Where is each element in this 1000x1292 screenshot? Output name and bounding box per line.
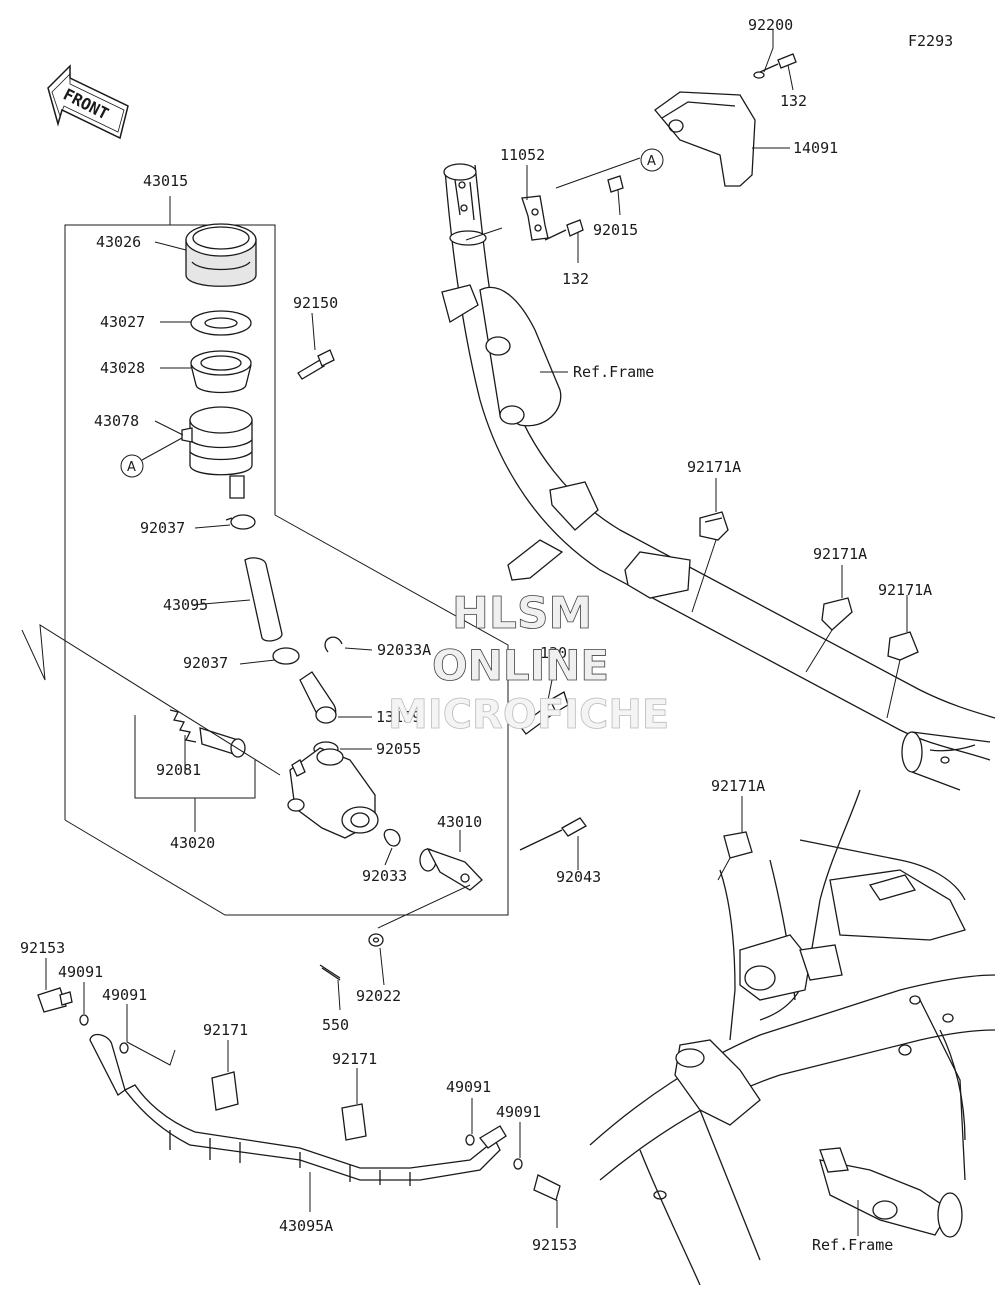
joint-13159 bbox=[299, 671, 337, 724]
label-ref-frame-bottom: Ref.Frame bbox=[812, 1236, 893, 1254]
collar-92015 bbox=[607, 175, 624, 193]
push-rod-43010 bbox=[419, 847, 483, 891]
watermark-line1: HLSM bbox=[452, 588, 592, 639]
label-130: 130 bbox=[540, 644, 567, 662]
label-13159: 13159 bbox=[376, 708, 421, 726]
watermark: HLSM ONLINE MICROFICHE bbox=[388, 588, 670, 739]
svg-text:A: A bbox=[127, 460, 136, 475]
label-49091-b: 49091 bbox=[102, 986, 147, 1004]
bolt-132-mid bbox=[544, 219, 584, 241]
clamp-92171-a bbox=[211, 1071, 239, 1111]
label-49091-d: 49091 bbox=[496, 1103, 541, 1121]
label-92081: 92081 bbox=[156, 761, 201, 779]
cover-14091 bbox=[654, 91, 756, 187]
circlip-92033 bbox=[383, 828, 401, 847]
label-43095A: 43095A bbox=[279, 1217, 333, 1235]
master-cylinder-body bbox=[287, 747, 379, 839]
front-arrow-icon: FRONT bbox=[47, 64, 129, 140]
callout-a-right: A bbox=[640, 148, 664, 172]
label-43026: 43026 bbox=[96, 233, 141, 251]
label-92171-a: 92171 bbox=[203, 1021, 248, 1039]
screw-92150 bbox=[297, 349, 335, 380]
label-132-top: 132 bbox=[780, 92, 807, 110]
diaphragm-plate-43027 bbox=[190, 310, 252, 336]
label-49091-a: 49091 bbox=[58, 963, 103, 981]
watermark-line2: ONLINE bbox=[432, 641, 609, 690]
label-92037-a: 92037 bbox=[140, 519, 185, 537]
svg-text:A: A bbox=[647, 154, 656, 169]
label-43028: 43028 bbox=[100, 359, 145, 377]
label-92153-a: 92153 bbox=[20, 939, 65, 957]
label-132-mid: 132 bbox=[562, 270, 589, 288]
bolt-92200 bbox=[753, 53, 797, 79]
callout-a-left: A bbox=[120, 454, 144, 478]
label-92171-b: 92171 bbox=[332, 1050, 377, 1068]
label-92171A-3: 92171A bbox=[878, 581, 932, 599]
piston-spring-92081 bbox=[169, 709, 246, 758]
clamp-92171A-1 bbox=[699, 511, 729, 541]
reservoir-43078 bbox=[181, 406, 253, 499]
diaphragm-43028 bbox=[190, 350, 252, 394]
label-92022: 92022 bbox=[356, 987, 401, 1005]
circlip-92033A bbox=[324, 636, 343, 653]
hose-43095 bbox=[244, 557, 283, 642]
label-43010: 43010 bbox=[437, 813, 482, 831]
reservoir-cap-43026 bbox=[185, 223, 257, 287]
frame-outline bbox=[441, 163, 996, 1286]
label-92171A-4: 92171A bbox=[711, 777, 765, 795]
label-550: 550 bbox=[322, 1016, 349, 1034]
clamp-92171A-4 bbox=[723, 831, 753, 859]
clamp-92171-b bbox=[341, 1103, 367, 1141]
bracket-11052 bbox=[521, 195, 549, 241]
label-43027: 43027 bbox=[100, 313, 145, 331]
hose-43095A bbox=[37, 987, 561, 1201]
kit-43015-bracket bbox=[64, 196, 509, 916]
label-ref-frame-top: Ref.Frame bbox=[573, 363, 654, 381]
clamp-92171A-2 bbox=[821, 597, 853, 631]
label-92043: 92043 bbox=[556, 868, 601, 886]
label-43020: 43020 bbox=[170, 834, 215, 852]
label-92150: 92150 bbox=[293, 294, 338, 312]
label-43078: 43078 bbox=[94, 412, 139, 430]
cotter-pin-550 bbox=[319, 964, 341, 981]
label-92200: 92200 bbox=[748, 16, 793, 34]
label-92033: 92033 bbox=[362, 867, 407, 885]
leader-lines bbox=[45, 30, 908, 1236]
kit-43020-bracket bbox=[134, 715, 256, 832]
label-43095: 43095 bbox=[163, 596, 208, 614]
label-92055: 92055 bbox=[376, 740, 421, 758]
label-49091-c: 49091 bbox=[446, 1078, 491, 1096]
clamp-92037-b bbox=[272, 647, 300, 665]
label-11052: 11052 bbox=[500, 146, 545, 164]
watermark-line3: MICROFICHE bbox=[388, 692, 669, 738]
bolt-130 bbox=[519, 691, 569, 735]
label-92171A-1: 92171A bbox=[687, 458, 741, 476]
pin-92043 bbox=[519, 817, 587, 851]
washer-92022 bbox=[368, 933, 384, 947]
label-92153-b: 92153 bbox=[532, 1236, 577, 1254]
clamp-92171A-3 bbox=[887, 631, 919, 661]
label-43015: 43015 bbox=[143, 172, 188, 190]
part-labels: 92200 132 14091 11052 92015 132 Ref.Fram… bbox=[20, 16, 932, 1254]
label-92033A: 92033A bbox=[377, 641, 431, 659]
label-92171A-2: 92171A bbox=[813, 545, 867, 563]
label-92037-b: 92037 bbox=[183, 654, 228, 672]
label-14091: 14091 bbox=[793, 139, 838, 157]
label-92015: 92015 bbox=[593, 221, 638, 239]
lead-line-assembly bbox=[21, 624, 281, 776]
clamp-92037-a bbox=[225, 514, 256, 530]
figure-code: F2293 bbox=[908, 32, 953, 50]
